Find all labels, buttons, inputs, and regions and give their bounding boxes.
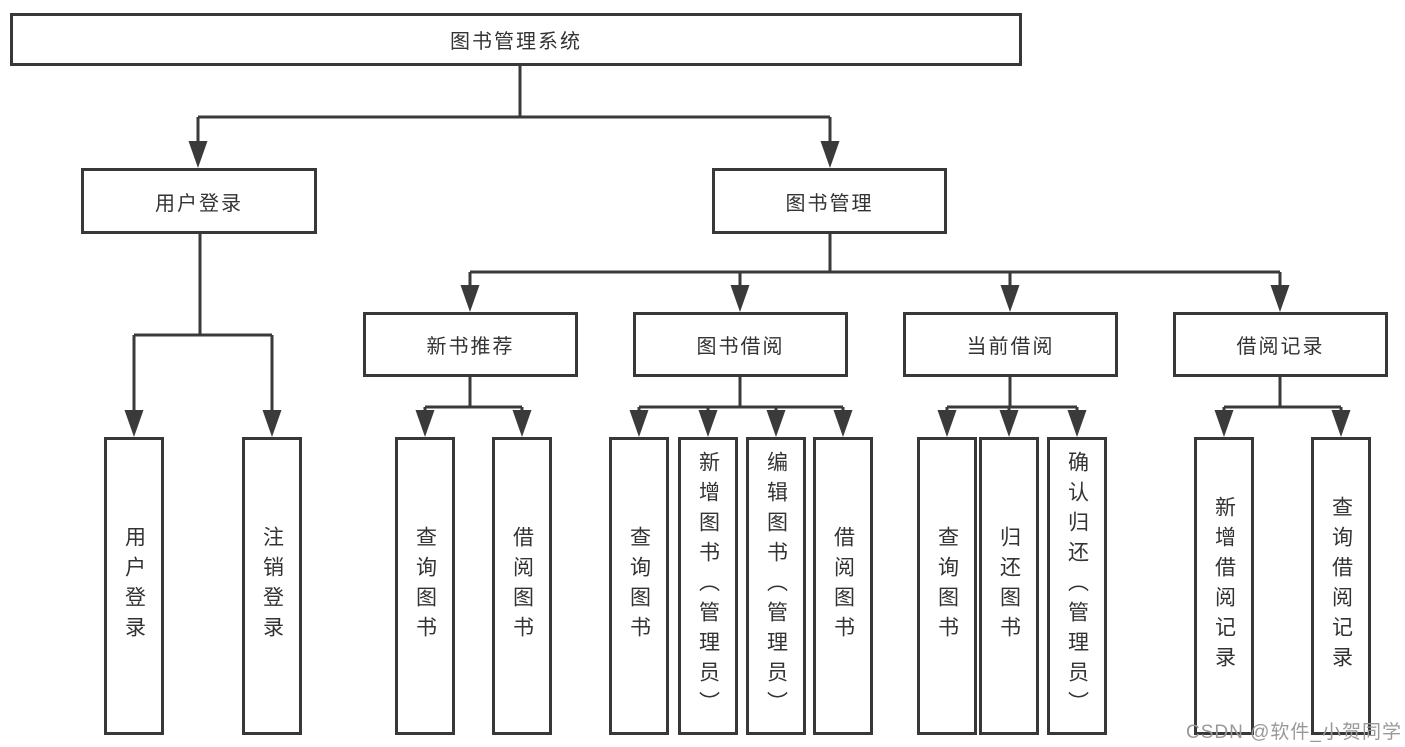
leaf-label: 确认归还（管理员）: [1065, 451, 1089, 721]
leaf-return-book: 归还图书: [979, 437, 1039, 735]
node-library-system: 图书管理系统: [10, 13, 1022, 66]
connector-root-to-level2: [196, 66, 832, 143]
leaf-label: 编辑图书（管理员）: [764, 451, 788, 721]
leaf-logout: 注销登录: [242, 437, 302, 735]
csdn-watermark: CSDN @软件_小贺同学: [1186, 722, 1402, 743]
leaf-label: 新增借阅记录: [1212, 496, 1236, 676]
arrowhead: [188, 141, 208, 168]
node-borrow-records: 借阅记录: [1173, 312, 1388, 377]
leaf-confirm-return-admin: 确认归还（管理员）: [1047, 437, 1107, 735]
arrowhead: [460, 285, 480, 312]
leaf-label: 借阅图书: [510, 526, 534, 646]
arrowhead: [512, 410, 532, 437]
leaf-label: 新增图书（管理员）: [696, 451, 720, 721]
leaf-label: 查询图书: [935, 526, 959, 646]
leaf-label: 查询图书: [413, 526, 437, 646]
leaf-query-borrow-record: 查询借阅记录: [1311, 437, 1371, 735]
leaf-add-borrow-record: 新增借阅记录: [1194, 437, 1254, 735]
node-new-book-recommend: 新书推荐: [363, 312, 578, 377]
leaf-label: 查询借阅记录: [1329, 496, 1353, 676]
arrowhead: [820, 141, 840, 168]
leaf-query-books-1: 查询图书: [395, 437, 455, 735]
arrowhead: [999, 410, 1019, 437]
arrowhead: [124, 410, 144, 437]
leaf-label: 注销登录: [260, 526, 284, 646]
connector-current-to-leaves: [945, 377, 1079, 412]
leaf-label: 借阅图书: [831, 526, 855, 646]
connector-newbook-to-leaves: [423, 377, 524, 412]
leaf-user-login: 用户登录: [104, 437, 164, 735]
arrowhead: [766, 410, 786, 437]
leaf-label: 用户登录: [122, 526, 146, 646]
connector-borrow-to-leaves: [637, 377, 845, 412]
connector-records-to-leaves: [1222, 377, 1343, 412]
leaf-query-books-3: 查询图书: [917, 437, 977, 735]
arrowhead: [698, 410, 718, 437]
arrowhead: [262, 410, 282, 437]
arrowhead: [1214, 410, 1234, 437]
arrowhead: [937, 410, 957, 437]
connector-userlogin-to-leaves: [132, 234, 274, 412]
node-user-login: 用户登录: [81, 168, 317, 234]
arrowhead: [730, 285, 750, 312]
arrowhead: [1067, 410, 1087, 437]
leaf-add-book-admin: 新增图书（管理员）: [678, 437, 738, 735]
arrowhead: [629, 410, 649, 437]
leaf-label: 归还图书: [997, 526, 1021, 646]
connector-bookmgmt-to-level3: [468, 233, 1282, 287]
leaf-borrow-books-2: 借阅图书: [813, 437, 873, 735]
node-book-management: 图书管理: [712, 168, 947, 234]
leaf-borrow-books-1: 借阅图书: [492, 437, 552, 735]
node-book-borrow: 图书借阅: [633, 312, 848, 377]
leaf-edit-book-admin: 编辑图书（管理员）: [746, 437, 806, 735]
arrowhead: [1000, 285, 1020, 312]
node-current-borrow: 当前借阅: [903, 312, 1118, 377]
arrowhead: [833, 410, 853, 437]
arrowhead: [1331, 410, 1351, 437]
leaf-label: 查询图书: [627, 526, 651, 646]
leaf-query-books-2: 查询图书: [609, 437, 669, 735]
arrowhead: [415, 410, 435, 437]
arrowhead: [1270, 285, 1290, 312]
